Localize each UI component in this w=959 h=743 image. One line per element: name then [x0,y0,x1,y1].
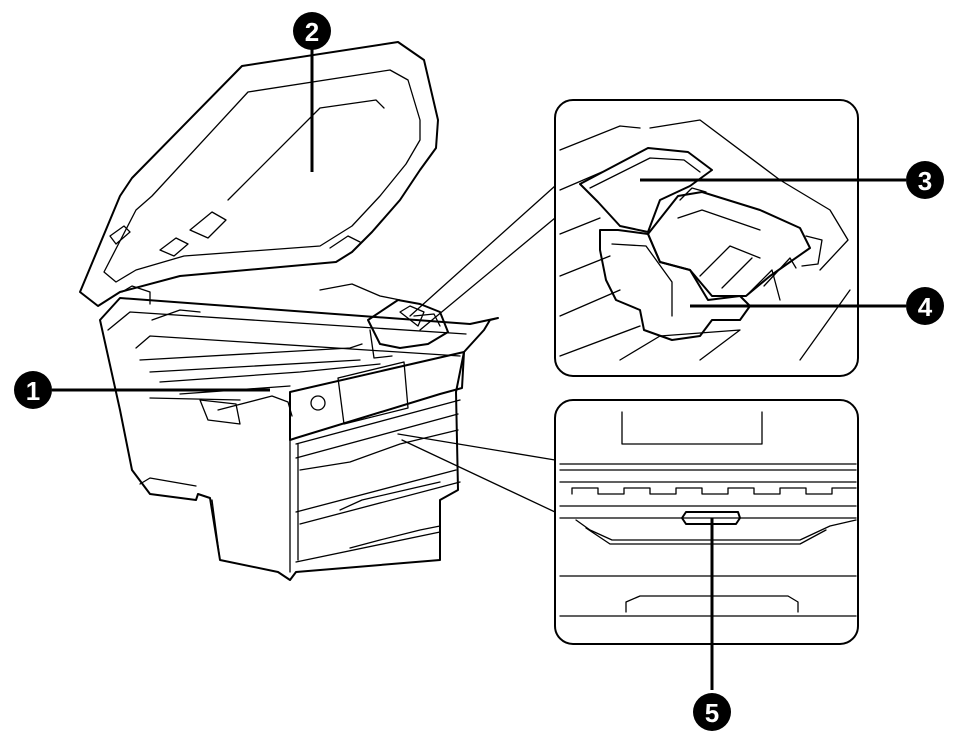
inset-frame-top [554,99,859,377]
printer-illustration [79,41,499,581]
callout-leaders [52,48,906,690]
inset-frame-bottom [554,399,859,645]
zoom-line [409,185,556,317]
zoom-line [419,217,556,331]
callout-number: 4 [918,292,933,322]
zoom-line [401,439,556,513]
callout-badge [14,371,52,409]
callout-3: 3 [906,161,944,199]
printer-body [99,283,499,581]
callout-number: 5 [705,698,719,728]
callout-2: 2 [293,12,331,50]
scanner-lid [79,41,439,307]
callout-5: 5 [693,693,731,731]
inset-cartridge-detail [409,99,859,377]
inset-paper-guide-detail [397,399,859,645]
callout-number: 1 [26,376,40,406]
callout-badge [906,287,944,325]
zoom-line [397,433,556,461]
callout-1: 1 [14,371,52,409]
callout-badge [293,12,331,50]
callout-badge [693,693,731,731]
callout-badge [906,161,944,199]
callout-number: 2 [305,17,319,47]
callout-4: 4 [906,287,944,325]
callout-number: 3 [918,166,932,196]
